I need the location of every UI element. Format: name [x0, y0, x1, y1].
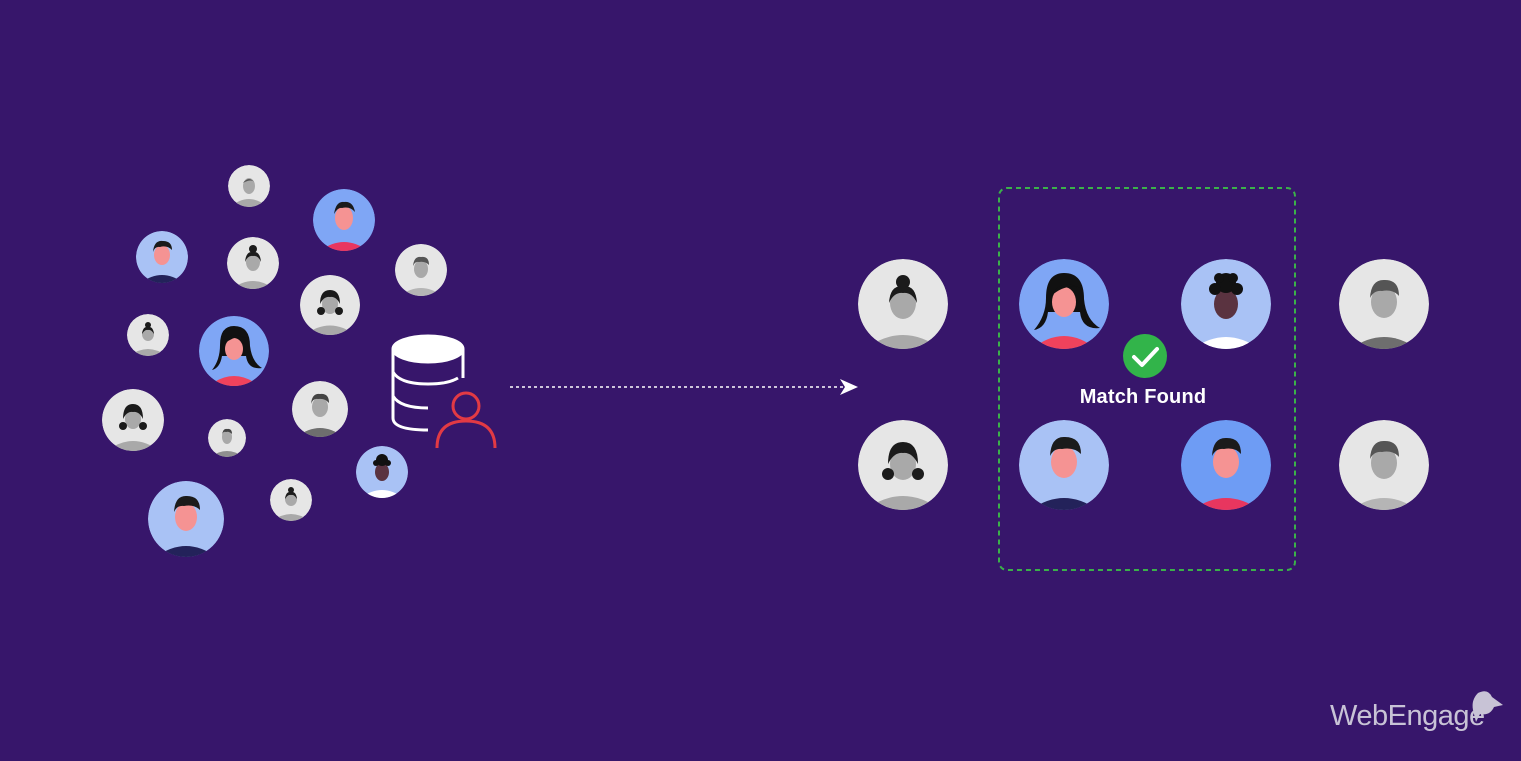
- avatar: [102, 389, 164, 451]
- avatar: [292, 381, 348, 437]
- avatar: [1019, 259, 1109, 349]
- avatar: [1339, 420, 1429, 510]
- avatar: [858, 420, 948, 510]
- logo-bird-icon: [1472, 691, 1503, 722]
- avatar: [1181, 420, 1271, 510]
- avatar: [228, 165, 270, 207]
- check-icon: [1123, 334, 1167, 378]
- user-grid: [858, 259, 1429, 510]
- avatar: [136, 231, 188, 283]
- arrow-right-icon: [510, 379, 858, 395]
- avatar: [1181, 259, 1271, 349]
- database-icon: [391, 334, 465, 432]
- avatar: [270, 479, 312, 521]
- avatar: [858, 259, 948, 349]
- avatar: [395, 244, 447, 296]
- match-box: [998, 187, 1296, 571]
- avatar: [300, 275, 360, 335]
- avatar: [356, 446, 408, 498]
- avatar: [1019, 420, 1109, 510]
- avatar: [227, 237, 279, 289]
- user-icon: [435, 391, 497, 449]
- webengage-logo: WebEngage: [1330, 700, 1485, 732]
- avatar: [199, 316, 269, 386]
- avatar: [1339, 259, 1429, 349]
- avatar: [208, 419, 246, 457]
- match-found-label: Match Found: [1079, 386, 1207, 408]
- user-crowd: [102, 165, 447, 557]
- avatar: [127, 314, 169, 356]
- avatar: [313, 189, 375, 251]
- avatar: [148, 481, 224, 557]
